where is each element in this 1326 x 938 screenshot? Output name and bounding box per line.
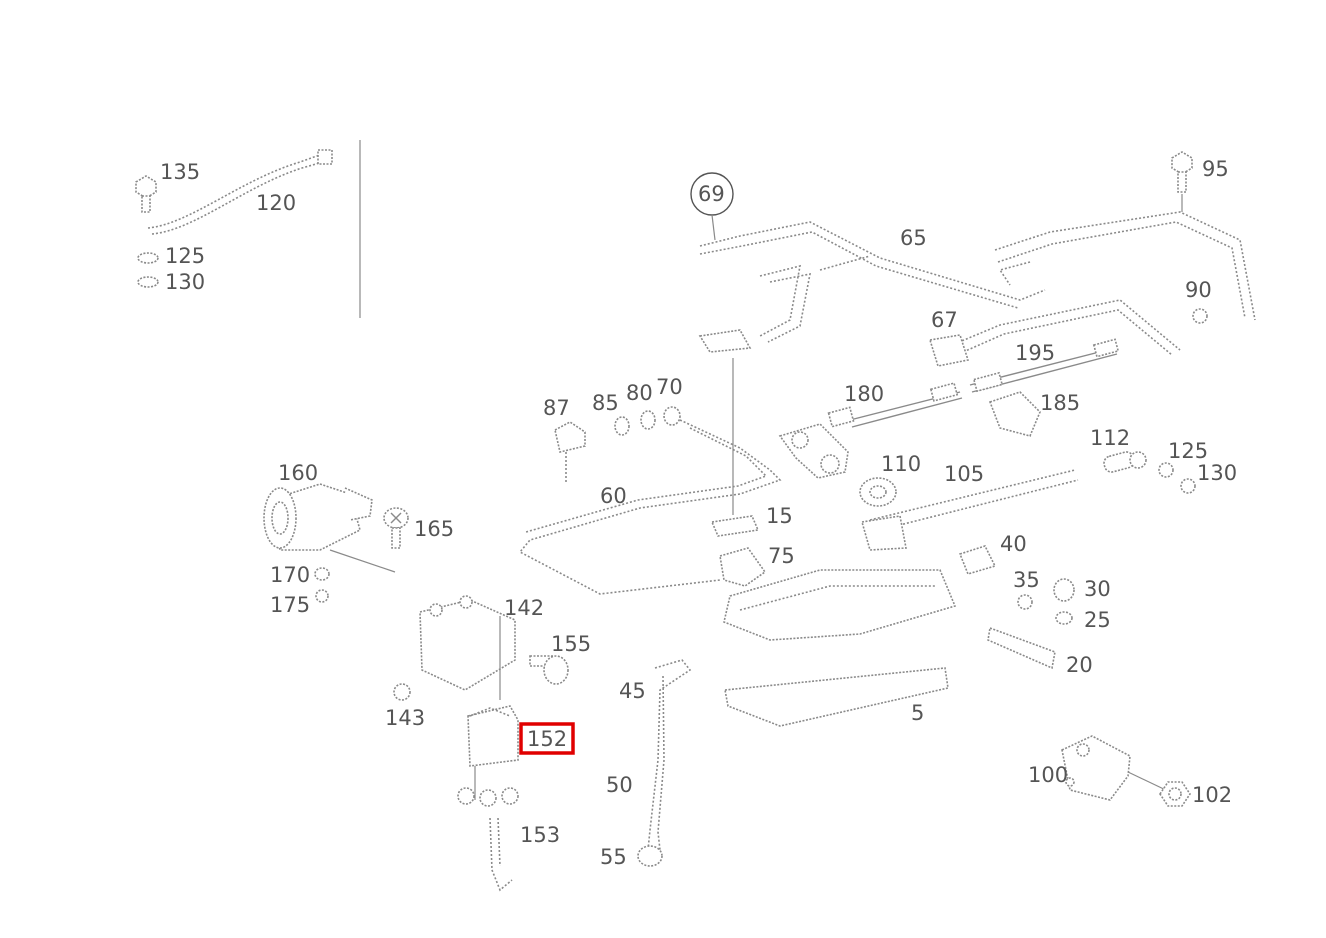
nut-175-icon[interactable] [315,589,329,603]
label-185[interactable]: 185 [1040,391,1080,415]
label-5[interactable]: 5 [911,701,924,725]
label-25[interactable]: 25 [1084,608,1111,632]
label-155[interactable]: 155 [551,632,591,656]
nut-102-icon[interactable] [1159,781,1191,807]
label-30[interactable]: 30 [1084,577,1111,601]
inset-panel [135,140,361,318]
washer-170-icon[interactable] [314,567,330,581]
bracket-87-icon[interactable] [554,421,586,482]
nut-143-icon[interactable] [393,683,411,701]
washer-80-icon[interactable] [640,410,656,430]
starter-160-icon[interactable] [263,483,396,573]
clamp-185-icon[interactable] [988,391,1041,437]
label-125[interactable]: 125 [165,244,205,268]
sleeve-112-icon[interactable] [1102,450,1135,473]
cable-105[interactable] [869,469,1076,521]
bolt-165-icon[interactable] [383,507,409,549]
label-50[interactable]: 50 [606,773,633,797]
washer-125b-icon[interactable] [1158,462,1174,478]
label-130[interactable]: 130 [165,270,205,294]
label-35[interactable]: 35 [1013,568,1040,592]
grommet-40-icon[interactable] [958,545,997,575]
label-152[interactable]: 152 [527,727,567,751]
callout-labels: 135 120 125 130 69 65 95 90 67 195 180 1… [160,157,1237,869]
washer-125-icon[interactable] [137,252,159,264]
label-85[interactable]: 85 [592,391,619,415]
label-102[interactable]: 102 [1192,783,1232,807]
cable-120[interactable] [147,151,329,229]
selected-part-highlight [519,722,575,755]
cable-67[interactable] [939,299,1181,351]
label-180[interactable]: 180 [844,382,884,406]
label-110[interactable]: 110 [881,452,921,476]
label-120[interactable]: 120 [256,191,296,215]
label-80[interactable]: 80 [626,381,653,405]
bolt-95-icon[interactable] [1171,151,1193,193]
clamp-55-icon[interactable] [637,845,663,867]
label-45[interactable]: 45 [619,679,646,703]
label-70[interactable]: 70 [656,375,683,399]
washer-30-icon[interactable] [1053,578,1075,602]
clamp-75-icon[interactable] [719,547,767,587]
battery-terminal-icon[interactable] [778,423,849,479]
terminal-112-icon [1129,451,1147,469]
cable-153[interactable] [489,817,513,892]
battery-tray-icon[interactable] [723,569,957,641]
label-195[interactable]: 195 [1015,341,1055,365]
label-142[interactable]: 142 [504,596,544,620]
clip-70-icon[interactable] [663,406,681,426]
relay-142-icon[interactable] [419,595,516,700]
spring-washer-25-icon[interactable] [1055,611,1073,625]
washer-130-icon[interactable] [137,276,159,288]
bolt-135-icon[interactable] [135,175,157,213]
battery-5-icon[interactable] [724,667,949,727]
clip-15-icon[interactable] [710,515,760,537]
cable-harness-65[interactable] [690,151,1256,353]
bracket-152-icon[interactable] [467,705,519,767]
washer-130b-icon[interactable] [1180,478,1196,494]
label-175[interactable]: 175 [270,593,310,617]
hose-45-50[interactable] [647,659,692,851]
cable-60[interactable] [518,419,782,595]
bracket-100-icon[interactable] [1061,735,1131,801]
label-165[interactable]: 165 [414,517,454,541]
label-153[interactable]: 153 [520,823,560,847]
label-100[interactable]: 100 [1028,763,1068,787]
label-55[interactable]: 55 [600,845,627,869]
nut-90-icon[interactable] [1192,308,1208,324]
nut-85-icon[interactable] [614,416,630,436]
label-125b[interactable]: 125 [1168,439,1208,463]
fasteners-153-icon[interactable] [457,787,519,807]
label-105[interactable]: 105 [944,462,984,486]
label-40[interactable]: 40 [1000,532,1027,556]
label-170[interactable]: 170 [270,563,310,587]
label-95[interactable]: 95 [1202,157,1229,181]
label-60[interactable]: 60 [600,484,627,508]
clamp-strip-20-icon[interactable] [987,626,1056,670]
label-90[interactable]: 90 [1185,278,1212,302]
label-15[interactable]: 15 [766,504,793,528]
label-143[interactable]: 143 [385,706,425,730]
label-67[interactable]: 67 [931,308,958,332]
label-112[interactable]: 112 [1090,426,1130,450]
label-130b[interactable]: 130 [1197,461,1237,485]
label-87[interactable]: 87 [543,396,570,420]
label-160[interactable]: 160 [278,461,318,485]
label-65[interactable]: 65 [900,226,927,250]
nut-35-icon[interactable] [1017,594,1033,610]
screw-155-icon[interactable] [529,655,569,685]
label-135[interactable]: 135 [160,160,200,184]
cable-terminal-icon [317,149,333,165]
label-69[interactable]: 69 [698,182,725,206]
label-20[interactable]: 20 [1066,653,1093,677]
label-75[interactable]: 75 [768,544,795,568]
grommet-110-icon[interactable] [859,477,897,507]
